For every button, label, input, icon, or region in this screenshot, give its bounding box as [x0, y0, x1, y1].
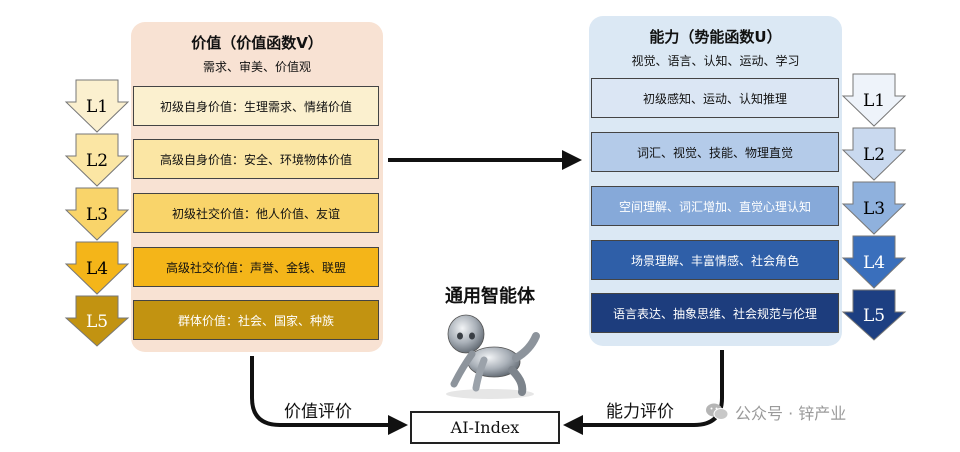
ability-panel-title: 能力（势能函数U） [649, 28, 782, 46]
value-chevron-l1: L1 [64, 79, 130, 133]
ability-chevron-l5-label: L5 [863, 306, 885, 326]
value-to-ability-arrow [388, 150, 582, 170]
value-chevron-l4: L4 [64, 241, 130, 295]
value-panel: 价值（价值函数V） 需求、审美、价值观 [131, 22, 383, 352]
ability-chevron-l2-label: L2 [863, 145, 885, 165]
ability-eval-label: 能力评价 [606, 402, 674, 422]
value-level-chevrons: L1 L2 L3 L4 L5 [64, 79, 130, 347]
agent-title: 通用智能体 [445, 286, 535, 307]
watermark: 公众号 · 锌产业 [705, 400, 846, 424]
ability-chevron-l4: L4 [841, 235, 907, 289]
watermark-text: 公众号 · 锌产业 [735, 404, 847, 423]
ability-level-3-box: 空间理解、词汇增加、直觉心理认知 [591, 186, 839, 226]
value-chevron-l3: L3 [64, 187, 130, 241]
value-chevron-l3-label: L3 [86, 205, 108, 225]
ability-chevron-l1: L1 [841, 73, 907, 127]
value-panel-subtitle: 需求、审美、价值观 [202, 60, 311, 74]
ai-index-label: AI-Index [450, 418, 520, 437]
ability-chevron-l3: L3 [841, 181, 907, 235]
value-chevron-l4-label: L4 [86, 259, 108, 279]
ability-level-chevrons: L1 L2 L3 L4 L5 [841, 73, 907, 341]
ability-chevron-l1-label: L1 [863, 91, 885, 111]
ability-level-1-box: 初级感知、运动、认知推理 [591, 78, 839, 118]
ability-chevron-l3-label: L3 [863, 199, 885, 219]
value-level-5-box: 群体价值：社会、国家、种族 [133, 300, 379, 340]
value-eval-label: 价值评价 [284, 402, 352, 422]
ability-panel: 能力（势能函数U） 视觉、语言、认知、运动、学习 [589, 16, 842, 346]
ability-chevron-l5: L5 [841, 289, 907, 341]
ability-level-4-box: 场景理解、丰富情感、社会角色 [591, 240, 839, 280]
value-chevron-l5: L5 [64, 295, 130, 347]
value-chevron-l2: L2 [64, 133, 130, 187]
robot-baby-illustration [446, 314, 540, 399]
value-chevron-l5-label: L5 [86, 312, 108, 332]
ability-level-2-box: 词汇、视觉、技能、物理直觉 [591, 132, 839, 172]
value-chevron-l1-label: L1 [86, 97, 108, 117]
value-panel-title: 价值（价值函数V） [191, 34, 323, 52]
value-level-2-box: 高级自身价值：安全、环境物体价值 [133, 139, 379, 179]
value-chevron-l2-label: L2 [86, 151, 108, 171]
ability-level-5-box: 语言表达、抽象思维、社会规范与伦理 [591, 293, 839, 333]
wechat-icon [706, 403, 729, 420]
ability-panel-subtitle: 视觉、语言、认知、运动、学习 [631, 54, 800, 68]
ai-index-box: AI-Index [410, 411, 560, 444]
value-level-4-box: 高级社交价值：声誉、金钱、联盟 [133, 247, 379, 287]
value-level-1-box: 初级自身价值：生理需求、情绪价值 [133, 86, 379, 126]
ability-eval-arrow [563, 350, 724, 435]
value-eval-arrow [250, 356, 408, 435]
ability-chevron-l2: L2 [841, 127, 907, 181]
value-level-3-box: 初级社交价值：他人价值、友谊 [133, 193, 379, 233]
ability-chevron-l4-label: L4 [863, 253, 885, 273]
